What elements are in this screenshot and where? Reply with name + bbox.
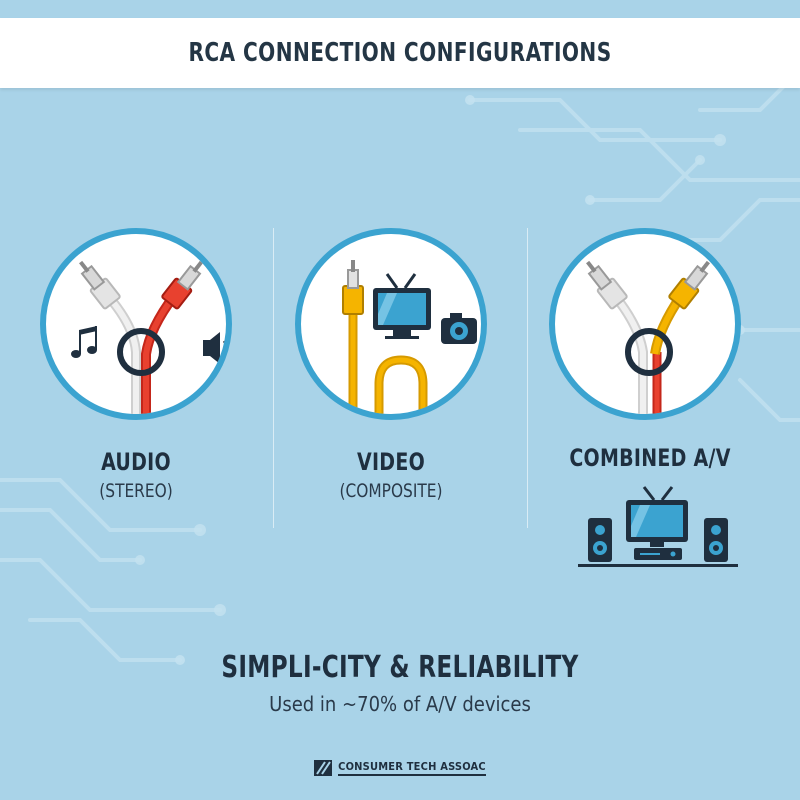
- audio-badge: [40, 228, 232, 420]
- video-badge: [295, 228, 487, 420]
- column-divider-left: [273, 228, 274, 528]
- tv-icon: [373, 273, 431, 339]
- video-label: VIDEO (COMPOSITE): [295, 448, 487, 502]
- tagline: SIMPLI-CITY & RELIABILITY: [221, 650, 579, 685]
- video-rca-illustration: [342, 260, 477, 414]
- audio-subtitle: (STEREO): [99, 480, 173, 502]
- home-theater-icon: [578, 486, 738, 567]
- combined-av-badge: [549, 228, 741, 420]
- combined-rca-illustration: [586, 260, 710, 414]
- combined-label: COMBINED A/V: [540, 444, 760, 472]
- audio-rca-illustration: [71, 260, 226, 414]
- combined-title: COMBINED A/V: [569, 444, 731, 472]
- audio-title: AUDIO: [101, 448, 171, 476]
- camera-icon: [441, 313, 477, 344]
- header-bar: RCA CONNECTION CONFIGURATIONS: [0, 18, 800, 88]
- logo-text: CONSUMER TECH ASSOAC: [338, 760, 486, 776]
- column-divider-right: [527, 228, 528, 528]
- audio-label: AUDIO (STEREO): [40, 448, 232, 502]
- logo-icon: [314, 760, 333, 776]
- footer-logo: CONSUMER TECH ASSOAC: [0, 760, 800, 776]
- usage-stat: Used in ~70% of A/V devices: [269, 692, 531, 716]
- speaker-icon: [203, 332, 226, 364]
- page-title: RCA CONNECTION CONFIGURATIONS: [188, 38, 612, 68]
- video-subtitle: (COMPOSITE): [339, 480, 443, 502]
- video-title: VIDEO: [356, 448, 426, 476]
- music-note-icon: [71, 326, 97, 358]
